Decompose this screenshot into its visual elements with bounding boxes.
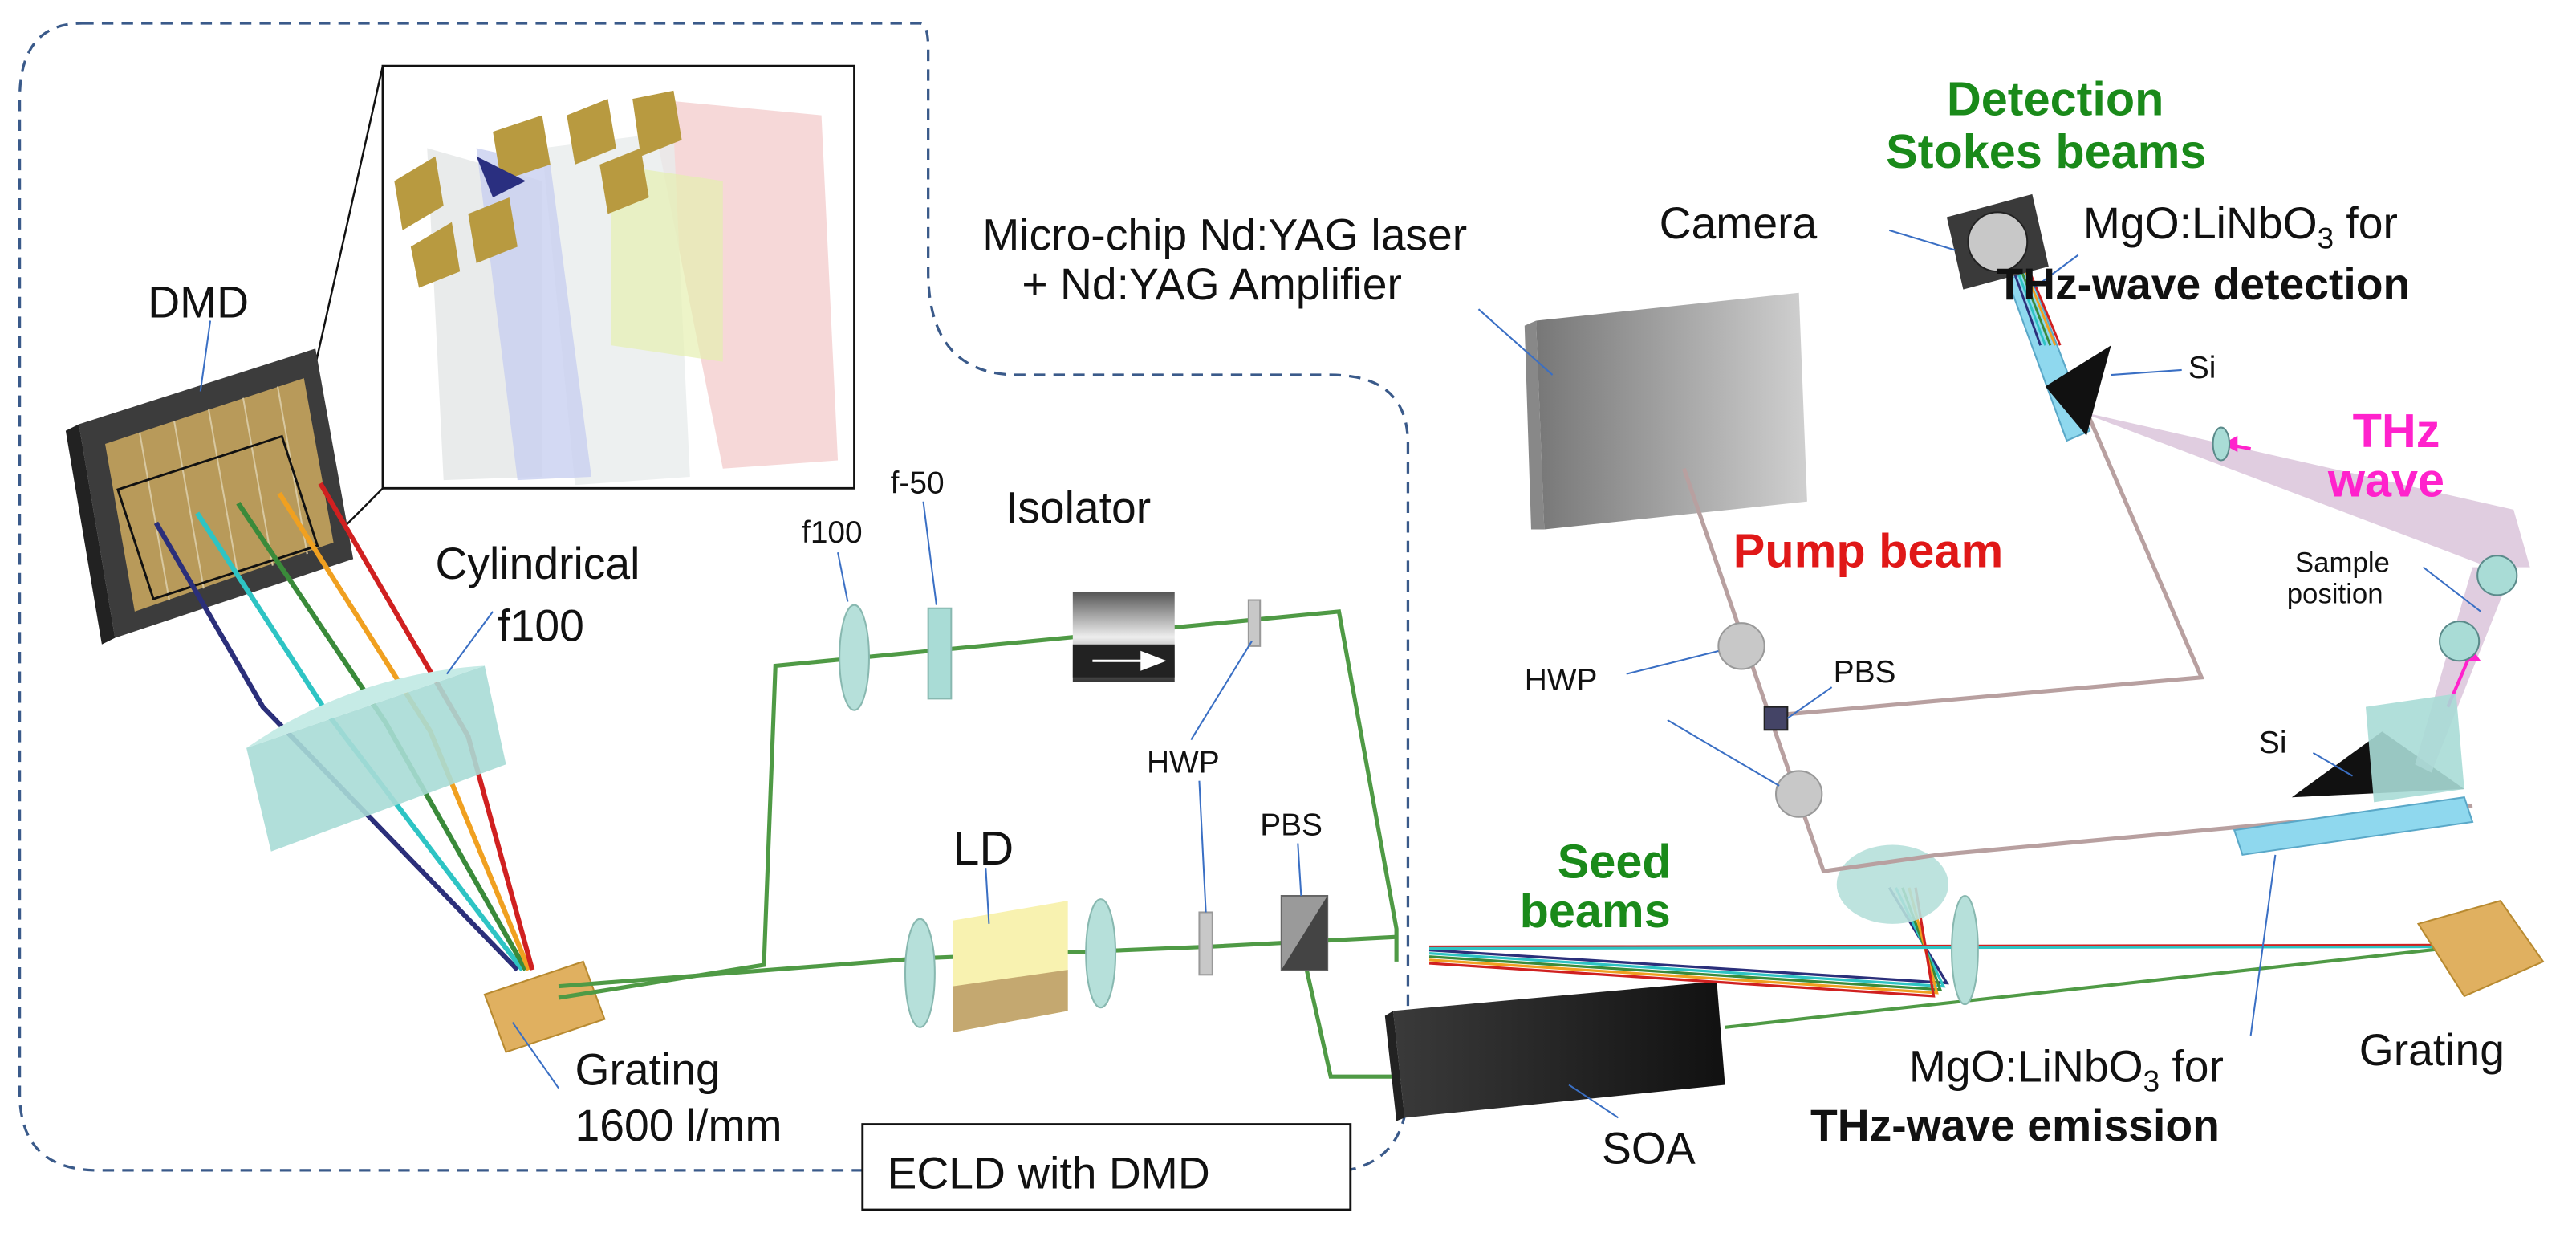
- hwp-right-bottom: [1774, 770, 1823, 818]
- hwp-right-leader-top: [1626, 649, 1719, 675]
- ld-label: LD: [953, 821, 1014, 875]
- seed-label-line2: beams: [1520, 884, 1671, 938]
- ecld-label-box: [861, 1123, 1352, 1211]
- cylindrical-label-line1: Cylindrical: [436, 539, 640, 588]
- dmd-label: DMD: [148, 277, 249, 327]
- pbs-left-leader: [1297, 843, 1302, 897]
- ndyag-laser: [1524, 292, 1807, 530]
- camera-leader: [1888, 229, 1956, 251]
- sample-label-line1: Sample: [2295, 547, 2390, 579]
- soa: [1384, 981, 1725, 1121]
- seed-label-line1: Seed: [1558, 835, 1672, 889]
- hwp-right-leader-bottom: [1667, 719, 1780, 787]
- hwp-left-label: HWP: [1147, 745, 1220, 779]
- f100-leader: [837, 551, 849, 602]
- laser-label-line1: Micro-chip Nd:YAG laser: [982, 210, 1467, 259]
- dmd-inset: [381, 64, 855, 490]
- emission-leader: [2249, 854, 2277, 1036]
- emission-label-line1: MgO:LiNbO3 for: [1909, 1041, 2224, 1097]
- sample-leader: [2422, 566, 2481, 612]
- detection-crystal-leader: [2033, 254, 2079, 289]
- pbs-left-label: PBS: [1260, 808, 1323, 842]
- ecld-label: ECLD with DMD: [887, 1148, 1209, 1198]
- hwp-left-bottom: [1198, 911, 1213, 976]
- sample-lens-bottom: [2439, 621, 2481, 662]
- cylindrical-leader: [446, 611, 494, 675]
- f50-leader: [922, 501, 937, 605]
- grating-right-label: Grating: [2359, 1025, 2505, 1075]
- si-bottom-leader: [2312, 752, 2354, 777]
- laser-leader: [1477, 308, 1554, 376]
- isolator: [1072, 592, 1175, 682]
- hwp-right-label: HWP: [1525, 663, 1598, 698]
- soa-label: SOA: [1602, 1124, 1696, 1174]
- hwp-left-top: [1247, 599, 1262, 647]
- sample-label-line2: position: [2287, 579, 2383, 610]
- si-bottom-label: Si: [2259, 726, 2287, 760]
- grating-right: [2416, 899, 2545, 998]
- detection-label-line2: Stokes beams: [1886, 124, 2206, 178]
- pbs-right: [1763, 706, 1789, 731]
- detection-label-line1: Detection: [1947, 72, 2164, 126]
- green-beam-to-soa: [1298, 944, 1405, 1079]
- detection-crystal-label-line1: MgO:LiNbO3 for: [2083, 198, 2398, 254]
- grating-left-label-line2: 1600 l/mm: [575, 1101, 782, 1150]
- thz-label-line2: wave: [2327, 454, 2444, 507]
- cylindrical-lens: [246, 665, 506, 852]
- green-beam-ecld: [558, 609, 1399, 1000]
- seed-lens-vertical: [1951, 894, 1979, 1006]
- f50-label: f-50: [891, 466, 945, 500]
- hwp-left-leader-bottom: [1198, 780, 1207, 913]
- seed-beams: [1428, 886, 2445, 998]
- si-top-leader: [2111, 368, 2182, 376]
- green-seed-return: [1725, 946, 2445, 1029]
- cylindrical-label-line2: f100: [498, 601, 584, 651]
- laser-diode: [953, 901, 1068, 1032]
- pbs-right-leader: [1786, 686, 1833, 719]
- f100-label: f100: [802, 515, 863, 550]
- ld-lens-left: [904, 918, 936, 1028]
- pbs-left: [1280, 894, 1329, 971]
- laser-label-line2: + Nd:YAG Amplifier: [1022, 259, 1402, 309]
- detection-crystal-label-line2: THz-wave detection: [1996, 259, 2410, 309]
- isolator-label: Isolator: [1006, 482, 1151, 532]
- sample-lens-top: [2476, 555, 2518, 596]
- grating-left-leader: [511, 1022, 559, 1089]
- ld-leader: [985, 868, 990, 924]
- soa-leader: [1568, 1084, 1619, 1119]
- hwp-left-leader-top: [1190, 641, 1253, 741]
- grating-left: [483, 960, 606, 1053]
- camera: [1946, 193, 2049, 290]
- ld-lens-right: [1085, 898, 1117, 1009]
- thz-mount: [2365, 694, 2464, 803]
- camera-label: Camera: [1660, 198, 1818, 248]
- pbs-right-label: PBS: [1834, 655, 1896, 690]
- pump-beam: [1681, 467, 2473, 874]
- pump-beam-branch: [1777, 410, 2204, 718]
- thz-label-line1: THz: [2353, 404, 2440, 458]
- f50-lens: [927, 607, 953, 700]
- dmd-leader: [199, 320, 212, 392]
- grating-left-label-line1: Grating: [575, 1044, 721, 1094]
- pump-beam-label: Pump beam: [1733, 524, 2003, 578]
- si-top-label: Si: [2188, 351, 2216, 385]
- thz-lens-top: [2212, 426, 2231, 462]
- hwp-right-top: [1717, 622, 1765, 670]
- f100-lens: [839, 604, 870, 711]
- emission-label-line2: THz-wave emission: [1810, 1101, 2220, 1150]
- dmd-device: [65, 348, 354, 645]
